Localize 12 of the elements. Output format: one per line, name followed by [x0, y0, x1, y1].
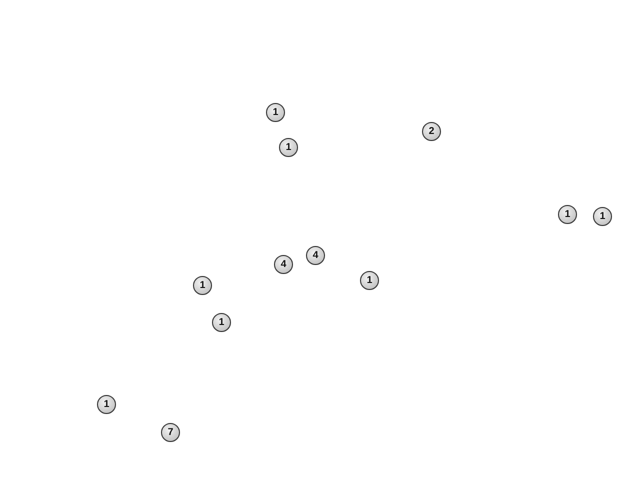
count-marker: 2 — [422, 122, 441, 141]
count-marker: 1 — [97, 395, 116, 414]
count-marker: 4 — [306, 246, 325, 265]
count-marker: 7 — [161, 423, 180, 442]
count-marker: 4 — [274, 255, 293, 274]
count-marker: 1 — [266, 103, 285, 122]
count-marker: 1 — [279, 138, 298, 157]
count-marker: 1 — [193, 276, 212, 295]
count-marker: 1 — [593, 207, 612, 226]
count-marker: 1 — [360, 271, 379, 290]
count-marker: 1 — [558, 205, 577, 224]
count-marker: 1 — [212, 313, 231, 332]
